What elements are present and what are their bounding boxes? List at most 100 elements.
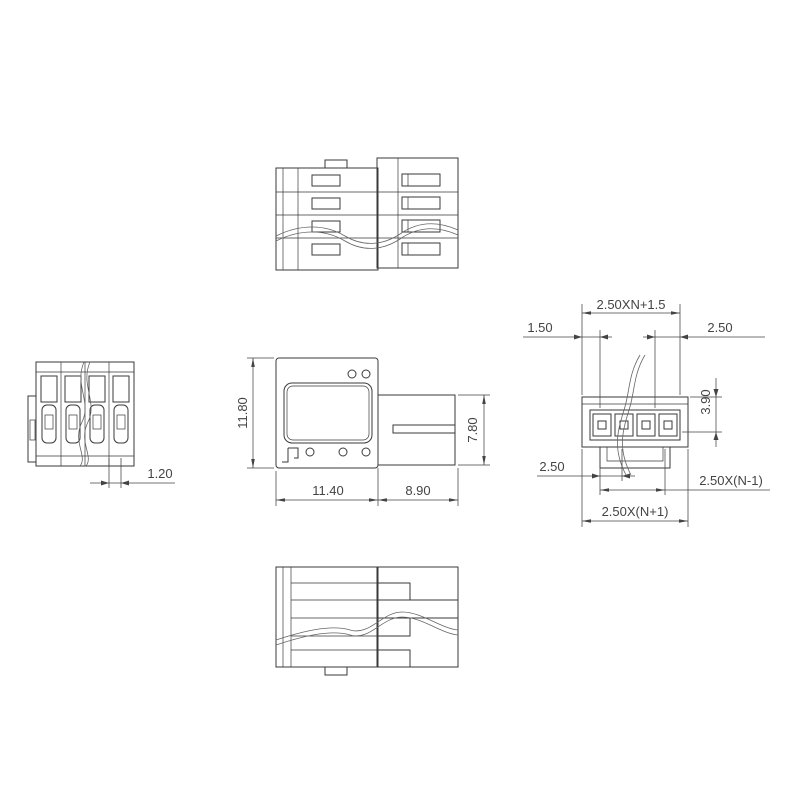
break-line <box>617 354 641 476</box>
top-view <box>275 157 459 271</box>
mounting-hole <box>338 447 348 457</box>
front-view: 2.50XN+1.5 1.50 2.50 3.90 <box>523 297 770 527</box>
top-view-slots <box>311 173 441 256</box>
pin-cell <box>592 413 612 437</box>
front-view-lower-tab <box>599 447 671 469</box>
side-view-plug <box>377 394 456 466</box>
mounting-hole <box>347 369 357 379</box>
dim-label-latch-width: 1.20 <box>147 466 172 481</box>
latch-spring-core <box>116 414 126 430</box>
pin-contact <box>597 420 607 430</box>
left-end-view: 1.20 <box>27 361 175 488</box>
top-view-plug <box>376 157 459 269</box>
break-line <box>275 228 459 249</box>
bottom-view-latch-tab <box>324 667 348 676</box>
dimension-right-offset: 2.50 <box>643 320 765 408</box>
dimension-lengths: 11.40 8.90 <box>275 468 459 506</box>
arrowhead <box>622 473 630 479</box>
extension-line <box>581 449 689 527</box>
arrowhead <box>574 334 582 340</box>
dimension-overall-top: 2.50XN+1.5 <box>581 297 681 395</box>
arrowhead <box>647 334 655 340</box>
arrowhead <box>121 480 129 486</box>
top-view-inner-lines <box>276 158 458 270</box>
dim-label-left-offset: 1.50 <box>527 320 552 335</box>
end-view-inner-lines <box>36 362 134 466</box>
latch-button <box>40 375 58 403</box>
housing-slot <box>311 197 341 210</box>
end-view-side-notch <box>27 395 36 463</box>
side-view-window <box>283 382 373 444</box>
pin-cell <box>614 413 634 437</box>
latch-button <box>64 375 82 403</box>
dim-label-right-offset: 2.50 <box>707 320 732 335</box>
arrowhead <box>713 432 719 440</box>
dim-label-pin-pitch: 2.50 <box>539 459 564 474</box>
latch-spring <box>113 404 129 444</box>
dim-label-plug-length: 8.90 <box>405 483 430 498</box>
latch-spring <box>65 404 81 444</box>
plug-slot <box>401 196 441 210</box>
top-view-housing <box>275 167 379 271</box>
dim-label-plug-height: 7.80 <box>465 417 480 442</box>
side-view: 11.80 7.80 11.40 8.90 <box>235 357 490 506</box>
dim-label-overall-width: 2.50X(N+1) <box>602 504 669 519</box>
front-view-housing <box>581 396 689 448</box>
pin-cell <box>658 413 678 437</box>
break-line <box>622 354 646 476</box>
dimension-pin-span: 2.50X(N-1) <box>600 449 770 495</box>
side-view-housing <box>275 357 379 469</box>
mounting-hole <box>305 447 315 457</box>
latch-button <box>88 375 106 403</box>
arrowhead <box>713 389 719 397</box>
latch-spring <box>89 404 105 444</box>
latch-spring-core <box>44 414 54 430</box>
dimension-latch-width: 1.20 <box>90 458 175 488</box>
mounting-hole <box>361 447 371 457</box>
dimension-left-offset: 1.50 <box>523 320 612 408</box>
dimension-body-height: 11.80 <box>235 357 274 469</box>
break-line <box>275 616 459 646</box>
end-view-notch-detail <box>29 419 36 441</box>
top-view-latch-tab <box>324 159 348 168</box>
front-view-cavity <box>589 409 681 441</box>
dimension-pin-pitch: 2.50 <box>537 449 635 495</box>
dim-label-pin-span: 2.50X(N-1) <box>699 473 763 488</box>
break-line <box>84 361 92 467</box>
latch-spring-core <box>68 414 78 430</box>
latch-button <box>112 375 130 403</box>
dimension-pin-height: 3.90 <box>682 378 722 447</box>
arrowhead <box>592 473 600 479</box>
latch-spring-core <box>92 414 102 430</box>
dim-label-body-length: 11.40 <box>312 483 344 498</box>
side-view-hook <box>282 447 299 463</box>
housing-slot <box>311 174 341 187</box>
latch-columns <box>40 375 130 444</box>
pin-contact <box>641 420 651 430</box>
dimension-plug-height: 7.80 <box>458 394 490 466</box>
housing-slot <box>311 243 341 256</box>
extension-line <box>682 396 722 433</box>
mounting-hole <box>361 369 371 379</box>
break-line <box>275 223 459 244</box>
extension-line <box>581 304 681 395</box>
front-view-lower-tab-inner <box>606 447 664 462</box>
dim-label-overall-top: 2.50XN+1.5 <box>596 297 665 312</box>
arrowhead <box>680 334 688 340</box>
housing-slot <box>311 220 341 233</box>
bottom-view-inner-lines <box>282 567 378 667</box>
plug-slot <box>401 173 441 187</box>
pin-cell <box>636 413 656 437</box>
plug-slot <box>401 219 441 233</box>
plug-slot <box>401 242 441 256</box>
dim-label-body-height: 11.80 <box>235 397 250 429</box>
pin-contact <box>663 420 673 430</box>
arrowhead <box>101 480 109 486</box>
extension-line <box>108 458 122 488</box>
bottom-view-plug-slots <box>377 582 458 667</box>
break-line <box>78 361 86 467</box>
extension-line <box>247 357 274 469</box>
latch-spring <box>41 404 57 444</box>
bottom-view-plug <box>376 566 459 668</box>
